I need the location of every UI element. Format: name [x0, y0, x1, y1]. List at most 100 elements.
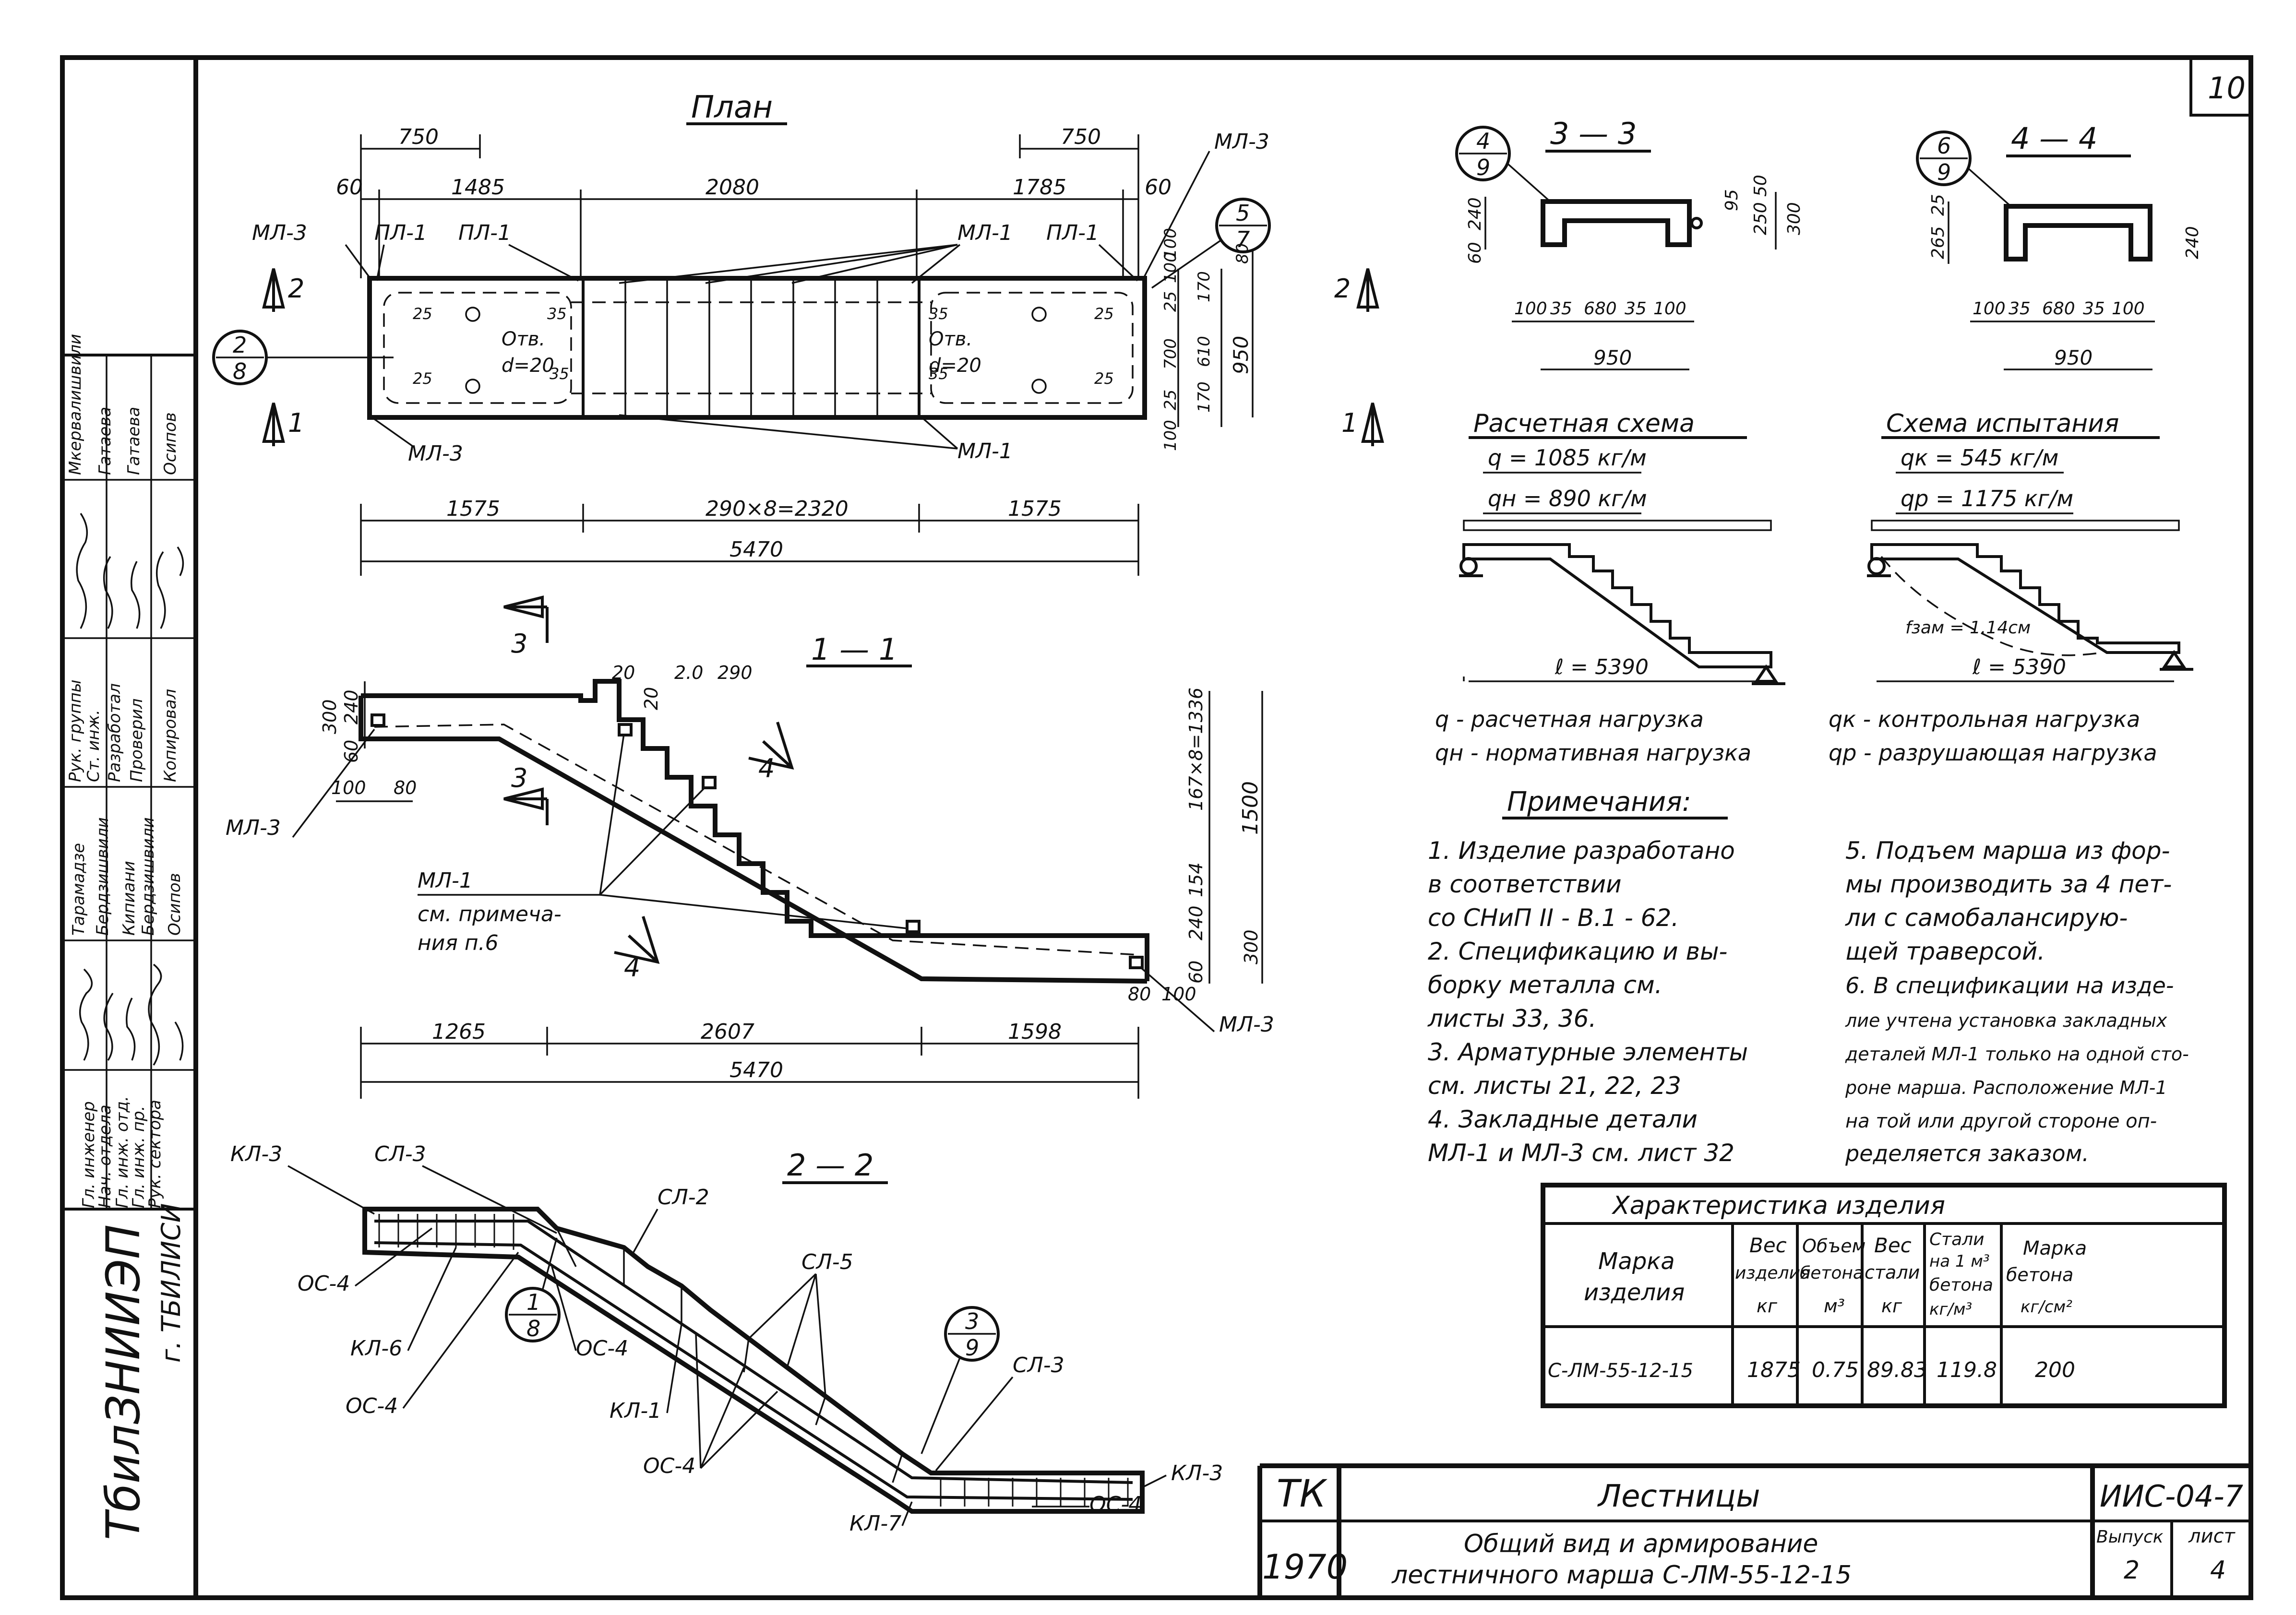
plan-rebar-right: [930, 292, 1134, 404]
dim: 35: [1625, 299, 1647, 319]
dim: 167×8=1336: [1185, 688, 1207, 811]
leader: [921, 1357, 961, 1454]
plan-dim-1485: 1485: [451, 175, 505, 200]
leader: [815, 1273, 826, 1397]
th: стали: [1865, 1262, 1920, 1283]
callout-5-7: [1215, 198, 1271, 253]
section-1-1-dim-1265: 1265: [432, 1020, 486, 1044]
name-8: Гатаева: [124, 407, 144, 475]
notes-title: Примечания:: [1507, 786, 1691, 818]
test-legend-qk: qк - контрольная нагрузка: [1829, 706, 2140, 732]
dim: 300: [319, 699, 340, 734]
dim: 300: [1784, 202, 1804, 235]
section-mark: 2: [288, 273, 304, 304]
td: 0.75: [1812, 1358, 1859, 1382]
calc-support-left: [1459, 557, 1478, 575]
note-r-9: ределяется заказом.: [1845, 1140, 2089, 1166]
plan-dim-750-left: 750: [398, 125, 439, 149]
leader: [345, 244, 373, 282]
section-2-2-labels: КЛ-3 СЛ-3 СЛ-2 СЛ-5 ОС-4 КЛ-6 ОС-4 ОС-4 …: [230, 1142, 1223, 1536]
table-row: С-ЛМ-55-12-15 1875 0.75 89.83 119.8 200: [1548, 1358, 2075, 1382]
th: на 1 м³: [1929, 1252, 1990, 1271]
section-mark-3b: 3: [511, 763, 527, 793]
stamp-signatures: [76, 513, 184, 1066]
td: 200: [2035, 1358, 2075, 1382]
leader: [292, 728, 375, 838]
role-8: Разработал: [105, 683, 124, 782]
th: Марка: [1598, 1248, 1675, 1275]
leader: [1139, 966, 1215, 1033]
characteristics-table: Характеристика изделия Марка изделия Вес…: [1541, 1183, 2227, 1408]
note-r-7: роне марша. Расположение МЛ-1: [1845, 1077, 2167, 1098]
dim: 80: [1128, 984, 1151, 1005]
th: кг/м³: [1929, 1300, 1972, 1319]
dim: 680: [2042, 299, 2075, 319]
note-r-2: ли с самобалансирую-: [1845, 904, 2128, 932]
section-arrow-3: [503, 595, 549, 643]
plan-rebar-left: [383, 292, 572, 404]
th: кг/см²: [2021, 1297, 2072, 1317]
test-deflection: [1880, 556, 2103, 656]
note-l-2: со СНиП II - В.1 - 62.: [1428, 904, 1679, 932]
role-7: Ст. инж.: [84, 710, 103, 782]
callout-1-8-bot: 8: [526, 1316, 540, 1342]
leader: [508, 244, 579, 282]
calc-scheme: Расчетная схема q = 1085 кг/м qн = 890 к…: [1435, 409, 1785, 766]
dim: 100: [1514, 299, 1547, 319]
signature-1: [79, 968, 93, 1061]
note-l-8: 4. Закладные детали: [1428, 1105, 1698, 1133]
dim: 300: [1241, 929, 1262, 964]
section-mark: 1: [288, 408, 304, 438]
plan-dim-1575-right: 1575: [1008, 497, 1062, 521]
section-mark-3a: 3: [511, 629, 527, 659]
dim: 170: [1195, 381, 1214, 413]
th: Объем: [1802, 1235, 1866, 1257]
signature-10: [177, 546, 184, 576]
dim: 265: [1928, 226, 1948, 259]
dim: 240: [341, 689, 362, 724]
tb-org: ТК: [1277, 1472, 1328, 1516]
plan-dim-60-right: 60: [1145, 175, 1172, 200]
label-os4-e: ОС-4: [1089, 1492, 1142, 1517]
plan-label-pl1-a: ПЛ-1: [374, 221, 427, 245]
dim: 100: [331, 777, 366, 798]
label-sl3: СЛ-3: [374, 1142, 426, 1166]
section-1-1-note-b: ния п.6: [418, 931, 499, 955]
plan-dim-5470: 5470: [729, 537, 783, 562]
note-r-3: щей траверсой.: [1845, 938, 2045, 965]
test-scheme: Схема испытания qк = 545 кг/м qр = 1175 …: [1829, 409, 2193, 766]
tb-code: ИИС-04-7: [2100, 1479, 2243, 1514]
note-l-1: в соответствии: [1428, 870, 1622, 898]
dim: 35: [2009, 299, 2031, 319]
plan-label-ml3-bl: МЛ-3: [408, 441, 463, 466]
th: Вес: [1874, 1234, 1912, 1257]
name-6: Мкервалишвили: [66, 334, 85, 475]
plan-dim-2080: 2080: [706, 175, 759, 200]
calc-stair: [1462, 543, 1772, 668]
leader: [376, 244, 385, 281]
signature-6: [76, 513, 88, 629]
small-dim: 35: [929, 305, 948, 323]
section-arrow-4b: [614, 916, 660, 964]
tb-subtitle2: лестничного марша С-ЛМ-55-12-15: [1391, 1561, 1852, 1590]
dim: 50: [1751, 175, 1770, 197]
note-r-1: мы производить за 4 пет-: [1845, 870, 2172, 898]
dim: 240: [1185, 905, 1207, 940]
dim: 100: [1973, 299, 2006, 319]
section-1-1-dim-2607: 2607: [701, 1020, 754, 1044]
dim: 154: [1185, 862, 1207, 897]
leader: [599, 894, 908, 929]
leader: [700, 1390, 778, 1469]
role-6: Рук. группы: [66, 679, 85, 782]
note-l-0: 1. Изделие разработано: [1428, 837, 1735, 865]
plan-dim-ticks: [360, 134, 1139, 278]
signature-5: [174, 1021, 184, 1061]
leader: [422, 1165, 557, 1234]
callout-4-9: [1455, 126, 1511, 181]
role-2: Нач. отдела: [96, 1104, 115, 1208]
calc-scheme-title: Расчетная схема: [1473, 409, 1695, 438]
notes: Примечания: 1. Изделие разработано в соо…: [1427, 786, 2189, 1167]
leader: [402, 1251, 519, 1409]
leader: [791, 244, 958, 284]
plan-title: План: [691, 90, 773, 125]
